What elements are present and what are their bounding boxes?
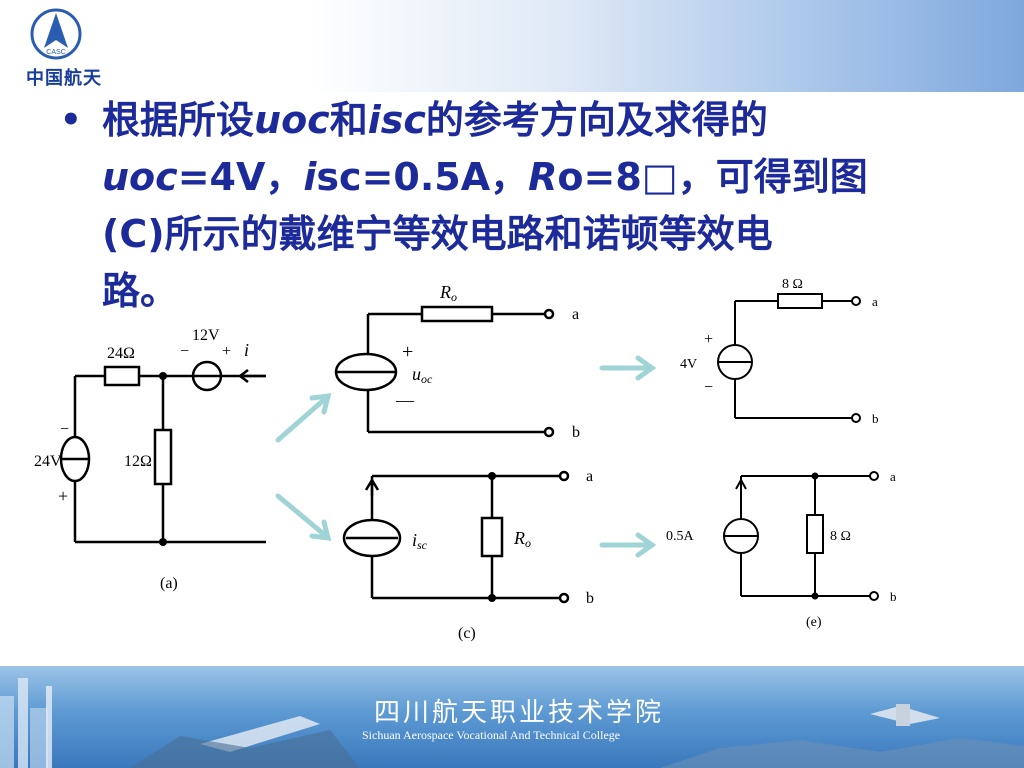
circuit-a [59,360,266,544]
header-band [0,0,1024,92]
label-12ohm: 12Ω [124,453,152,470]
cs-arrow-e [735,477,747,494]
text-seg: =4V， [177,155,304,199]
label-8ohm-top: 8 Ω [782,277,803,292]
logo-mark: CASC [46,49,65,56]
cs-minus: − [180,343,189,360]
circuit-e-thevenin [717,293,861,423]
footer-subtitle: Sichuan Aerospace Vocational And Technic… [362,728,621,742]
main-text: • 根据所设uoc和isc的参考方向及求得的 uoc=4V，isc=0.5A，R… [60,92,942,320]
uoc-plus: + [402,341,413,363]
uoc-minus: — [395,390,415,410]
term-b: b [572,424,580,441]
term-a2-e: a [890,469,896,484]
node-dot [811,592,819,600]
label-24ohm: 24Ω [107,345,135,362]
label-12v: 12V [192,327,220,344]
footer-title: 四川航天职业技术学院 [374,698,665,728]
label-i: i [244,340,249,360]
e-minus: − [704,379,713,396]
circuit-c-norton [342,470,570,604]
var-i: i [303,155,317,199]
paragraph: 根据所设uoc和isc的参考方向及求得的 uoc=4V，isc=0.5A，Ro=… [102,92,942,320]
var-isc: isc [367,98,426,142]
caption-a: (a) [160,575,178,592]
footer-banner: 四川航天职业技术学院 Sichuan Aerospace Vocational … [0,666,1024,768]
label-uoc: uoc [412,364,433,386]
text-seg: 路。 [102,269,179,313]
arrow-i [237,369,266,383]
text-seg: (C)所示的戴维宁等效电路和诺顿等效电 [102,212,773,256]
flow-arrows [275,355,657,558]
text-seg: o=8□，可得到图 [557,155,868,199]
label-ro-bot: Ro [513,528,531,550]
bullet: • [60,100,82,140]
isc-arrow [364,477,380,496]
src-plus: + [58,486,68,506]
node-dot [811,472,819,480]
label-24v: 24V [34,453,62,470]
label-isc: isc [412,530,428,552]
var-r: R [528,155,558,199]
text-seg: 和 [329,98,368,142]
caption-c: (c) [458,625,476,642]
text-seg: sc=0.5A， [316,155,529,199]
label-8ohm-bot: 8 Ω [830,529,851,544]
label-05a: 0.5A [666,529,695,544]
circuit-c-thevenin [334,305,555,438]
term-a2: a [586,468,593,485]
cs-plus: + [222,343,231,360]
e-plus: + [704,331,713,348]
node-dot [159,372,167,380]
casc-logo: CASC [30,8,82,60]
circuit-diagram: 24Ω 12Ω 24V − + 12V − + i (a) Ro + uoc —… [34,277,897,642]
node-dot [159,538,167,546]
src-minus: − [60,421,69,438]
text-seg: 根据所设 [102,98,255,142]
label-4v: 4V [680,357,697,372]
term-b2: b [586,590,594,607]
caption-e: (e) [806,615,822,630]
circuit-e-norton [723,471,879,601]
label-ro-top: Ro [439,282,457,304]
term-b-e: b [872,411,879,426]
logo-text: 中国航天 [26,68,102,89]
node-dot [488,594,496,602]
term-b2-e: b [890,589,897,604]
term-a-e: a [872,294,878,309]
node-dot [488,472,496,480]
text-seg: 的参考方向及求得的 [425,98,768,142]
term-a: a [572,306,579,323]
footer-decoration [0,678,1024,768]
var-uoc: uoc [102,155,178,199]
var-uoc: uoc [254,98,330,142]
